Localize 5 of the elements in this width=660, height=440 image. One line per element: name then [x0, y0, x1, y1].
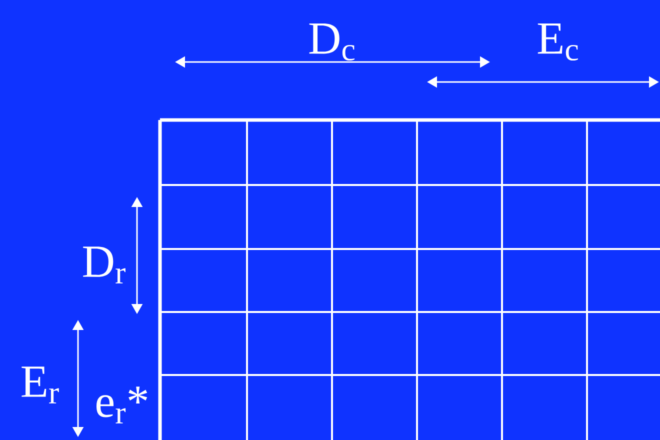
dimension-label: D$_{c}$: [309, 24, 355, 61]
dimension-label: E$_{r}$: [22, 366, 59, 404]
dimension-label: E$_{c}$: [538, 24, 578, 61]
dimension-label: D$_{r}$: [83, 246, 126, 284]
dimension-label: e$_{r}$*: [96, 386, 148, 424]
